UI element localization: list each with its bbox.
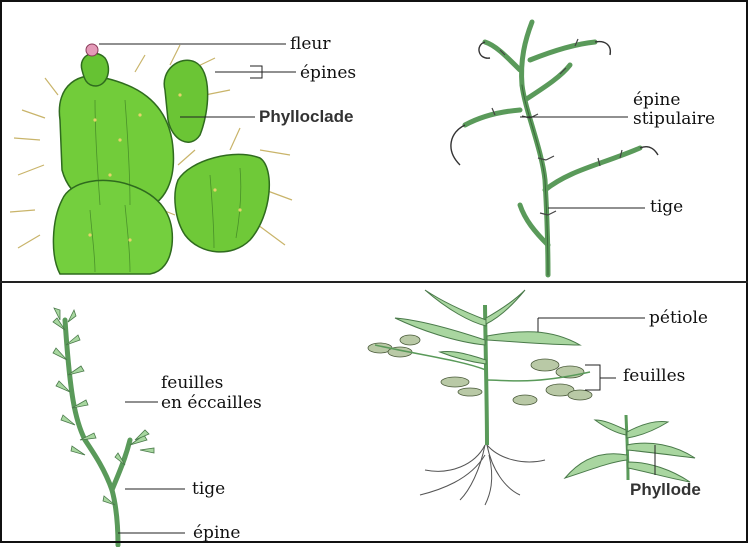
- label-petiole: pétiole: [649, 308, 708, 328]
- label-feuilles-en-eccailles-line2: en éccailles: [161, 393, 262, 413]
- section-divider: [0, 281, 748, 283]
- label-epine-stipulaire-line2: stipulaire: [633, 109, 715, 129]
- label-feuilles-en-eccailles-line1: feuilles: [161, 373, 223, 393]
- label-phyllode: Phyllode: [630, 480, 701, 500]
- label-tige-bottom: tige: [192, 479, 225, 499]
- label-tige-top: tige: [650, 197, 683, 217]
- label-phylloclade: Phylloclade: [259, 107, 353, 127]
- label-fleur: fleur: [290, 34, 330, 54]
- label-feuilles: feuilles: [623, 366, 685, 386]
- label-epines: épines: [300, 63, 356, 83]
- label-epine: épine: [193, 523, 240, 543]
- label-epine-stipulaire-line1: épine: [633, 90, 680, 110]
